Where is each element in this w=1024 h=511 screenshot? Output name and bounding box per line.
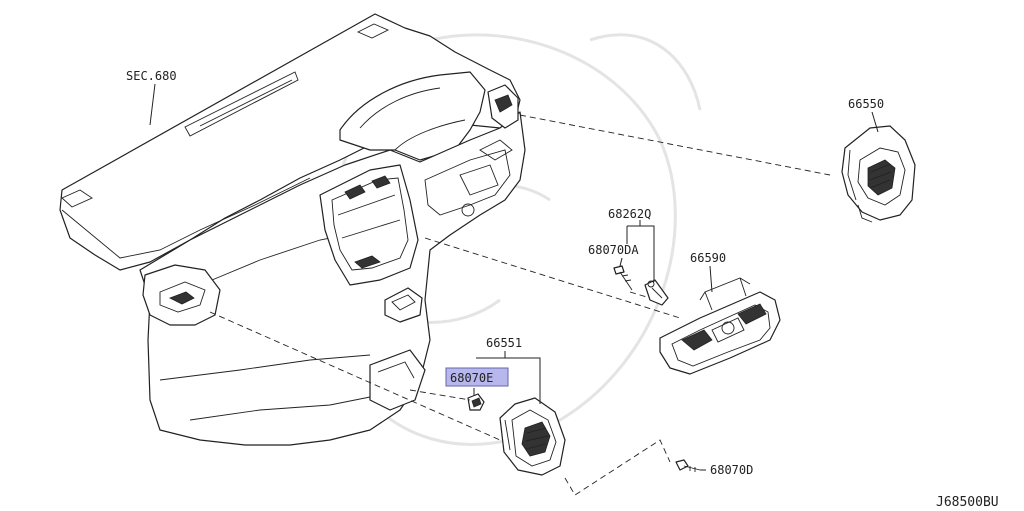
assembly-dashed-lines xyxy=(209,114,831,496)
part-68070da-screw xyxy=(613,265,633,291)
label-68070e: 68070E xyxy=(450,371,493,385)
highlight-box-68070e xyxy=(445,367,509,387)
reference-code: J68500BU xyxy=(936,495,999,510)
label-68070d: 68070D xyxy=(710,463,753,477)
part-68070d-screw xyxy=(675,459,701,472)
part-66550-side-vent xyxy=(841,125,916,223)
leader-lines xyxy=(149,83,879,471)
label-sec-680: SEC.680 xyxy=(126,69,177,83)
part-68070e-clip xyxy=(467,393,485,411)
label-68070da: 68070DA xyxy=(588,243,639,257)
part-68262q-bracket xyxy=(644,279,669,306)
part-66551-side-vent xyxy=(499,397,566,476)
label-66550: 66550 xyxy=(848,97,884,111)
label-68262q: 68262Q xyxy=(608,207,651,221)
label-66590: 66590 xyxy=(690,251,726,265)
dashboard-assembly xyxy=(59,13,526,446)
label-66551: 66551 xyxy=(486,336,522,350)
part-66590-center-vent xyxy=(659,277,781,375)
